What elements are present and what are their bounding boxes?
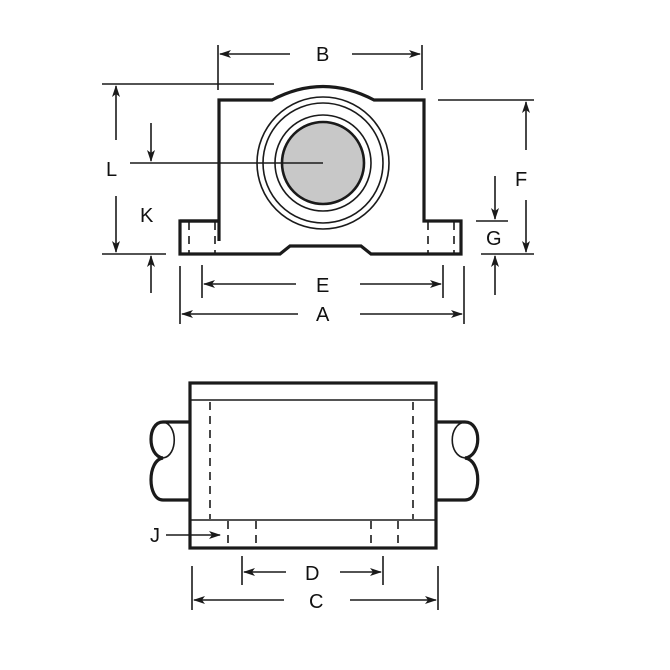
- dim-label-E: E: [316, 275, 329, 297]
- top-view: J D C: [149, 381, 480, 613]
- shaft-stub-left: [149, 420, 190, 502]
- dim-label-G: G: [486, 228, 502, 250]
- dim-label-L: L: [106, 159, 117, 181]
- front-view: B K L F G E A: [102, 44, 534, 326]
- dim-label-B: B: [316, 44, 329, 66]
- dim-label-D: D: [305, 563, 319, 585]
- dim-label-A: A: [316, 304, 330, 326]
- dim-label-C: C: [309, 591, 323, 613]
- housing-outline: [178, 85, 463, 256]
- dim-label-K: K: [140, 205, 154, 227]
- shaft-stub-right: [436, 420, 480, 502]
- housing-top-outline: [188, 381, 438, 550]
- dim-label-F: F: [515, 169, 527, 191]
- dim-label-J: J: [150, 525, 160, 547]
